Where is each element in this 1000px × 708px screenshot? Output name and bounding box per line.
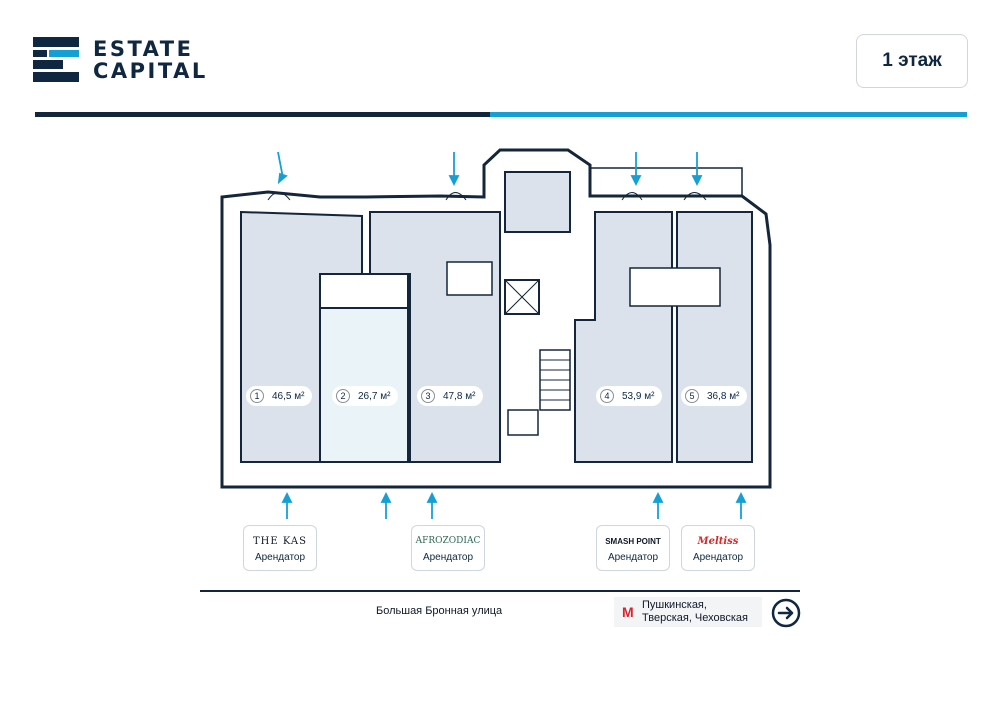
unit-number: 1	[250, 389, 264, 403]
brand-line-1: ESTATE	[93, 37, 194, 61]
entry-arrows-top	[277, 151, 703, 187]
door-arc	[267, 192, 291, 201]
entry-arrows-bottom	[281, 491, 747, 519]
arrow-right-icon[interactable]	[771, 598, 801, 628]
tenant-card-afrozodiac[interactable]: AFROZODIAC Арендатор	[411, 525, 485, 571]
unit-number: 2	[336, 389, 350, 403]
unit-number: 5	[685, 389, 699, 403]
unit-45-wc	[629, 267, 721, 307]
core-top-room	[504, 171, 571, 233]
logo-mark-icon	[33, 37, 79, 82]
unit-badge-5[interactable]: 5 36,8 м²	[681, 386, 748, 406]
door-arc	[445, 192, 467, 201]
door-arc	[621, 192, 643, 201]
metro-line-2: Тверская, Чеховская	[642, 612, 748, 624]
unit-area: 46,5 м²	[272, 390, 305, 402]
street-name: Большая Бронная улица	[376, 605, 503, 617]
unit-badge-3[interactable]: 3 47,8 м²	[417, 386, 484, 406]
metro-info: М Пушкинская, Тверская, Чеховская	[614, 597, 762, 627]
unit-badge-1[interactable]: 1 46,5 м²	[246, 386, 313, 406]
floor-selector-button[interactable]: 1 этаж	[856, 34, 968, 88]
corridor-room	[507, 409, 539, 436]
tenant-role: Арендатор	[692, 552, 744, 563]
tenant-role: Арендатор	[607, 552, 659, 563]
balcony	[590, 167, 743, 196]
unit-badge-2[interactable]: 2 26,7 м²	[332, 386, 399, 406]
door-arc	[683, 192, 707, 201]
unit-2-wc	[319, 273, 409, 309]
unit-2-room	[319, 307, 409, 463]
tenant-brand: Meltiss	[697, 536, 739, 547]
unit-3-wc	[446, 261, 493, 296]
tenant-role: Арендатор	[254, 552, 306, 563]
brand-logo: ESTATE CAPITAL	[33, 37, 208, 83]
tenant-brand: AFROZODIAC	[415, 536, 481, 546]
metro-line-1: Пушкинская,	[642, 599, 707, 611]
street-line	[200, 590, 800, 592]
tenant-card-the-kas[interactable]: THE KAS Арендатор	[243, 525, 317, 571]
tenant-card-meltiss[interactable]: Meltiss Арендатор	[681, 525, 755, 571]
tenant-role: Арендатор	[422, 552, 474, 563]
tenant-card-smash-point[interactable]: SMASH POINT Арендатор	[596, 525, 670, 571]
unit-area: 26,7 м²	[358, 390, 391, 402]
metro-icon: М	[622, 604, 634, 620]
header-divider-dark	[35, 112, 490, 117]
tenant-brand: THE KAS	[252, 536, 307, 547]
stair-steps	[540, 359, 570, 401]
unit-number: 3	[421, 389, 435, 403]
unit-5-room	[676, 211, 753, 463]
unit-number: 4	[600, 389, 614, 403]
unit-area: 53,9 м²	[622, 390, 655, 402]
tenant-brand: SMASH POINT	[605, 537, 661, 546]
elevator-cross	[504, 279, 540, 315]
unit-area: 47,8 м²	[443, 390, 476, 402]
brand-line-2: CAPITAL	[93, 59, 208, 83]
unit-area: 36,8 м²	[707, 390, 740, 402]
header-divider-accent	[490, 112, 967, 117]
unit-badge-4[interactable]: 4 53,9 м²	[596, 386, 663, 406]
